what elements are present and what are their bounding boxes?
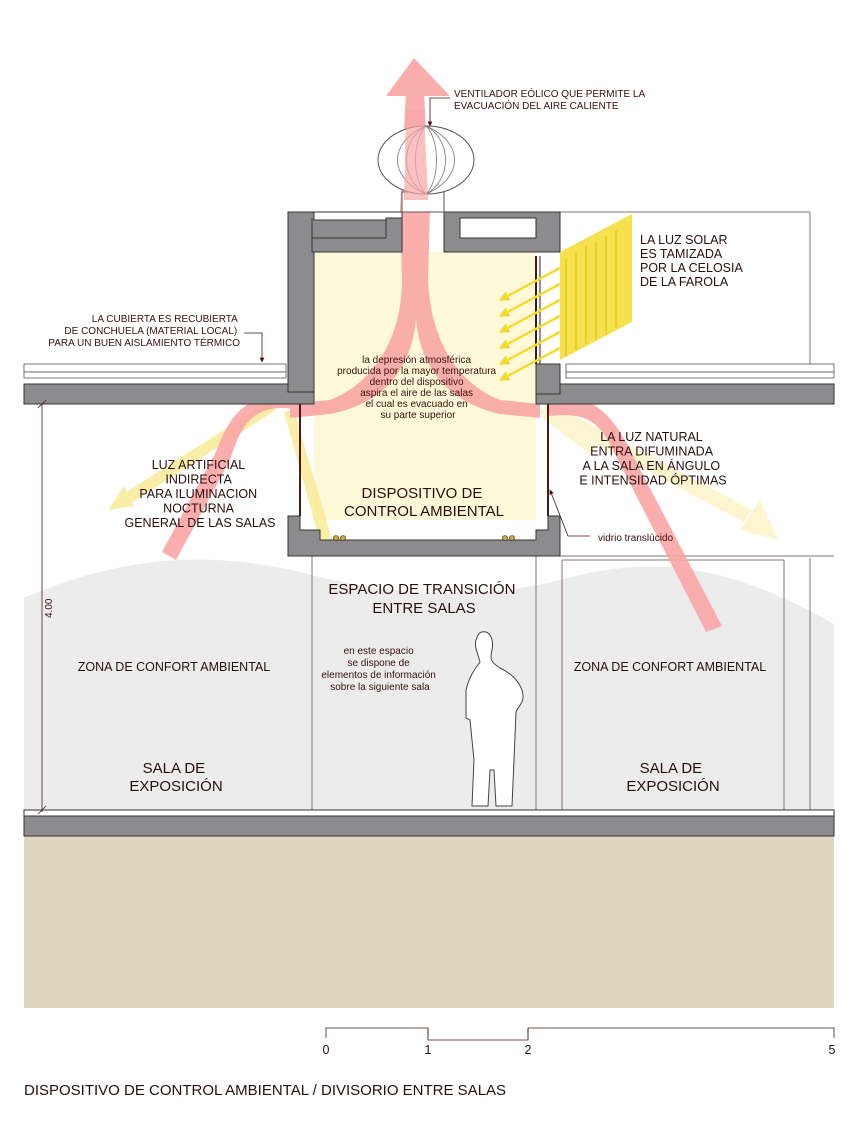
comfort-zone-area [24,559,834,810]
height-dimension [37,399,47,815]
device-structure [287,211,561,557]
transicion-label: ESPACIO DE TRANSICIÓN ENTRE SALAS [328,581,519,617]
info-espacio-label: en este espacio se dispone de elementos … [321,646,438,693]
vidrio-label: vidrio translúcido [598,533,673,544]
roof-slabs [23,363,835,405]
height-dim-label: 4.00 [44,598,55,618]
luz-natural-label: LA LUZ NATURAL ENTRA DIFUMINADA A LA SAL… [579,430,726,488]
sala-right-label: SALA DE EXPOSICIÓN [626,760,719,795]
person-silhouette [465,631,524,807]
scale-tick-2: 2 [525,1043,532,1057]
scale-bar [325,1027,835,1041]
sala-left-label: SALA DE EXPOSICIÓN [129,760,222,795]
floor-slab [23,809,835,837]
scale-tick-1: 1 [425,1043,432,1057]
dispositivo-label: DISPOSITIVO DE CONTROL AMBIENTAL [344,485,504,520]
air-flow [162,58,722,632]
luz-artificial-label: LUZ ARTIFICIAL INDIRECTA PARA ILUMINACIO… [125,458,276,530]
scale-tick-0: 0 [323,1043,330,1057]
zona-confort-left-label: ZONA DE CONFORT AMBIENTAL [78,660,270,674]
celosia-lattice [499,214,632,382]
caption: DISPOSITIVO DE CONTROL AMBIENTAL / DIVIS… [24,1082,506,1099]
ventilador-label: VENTILADOR EÓLICO QUE PERMITE LA EVACUAC… [454,87,647,112]
depresion-label: la depresión atmosférica producida por l… [337,355,499,421]
light-fixtures [333,535,515,541]
leader-lines [244,97,590,537]
scale-tick-5: 5 [829,1043,836,1057]
ground-fill [24,836,834,1008]
turbine-icon [377,110,475,213]
luz-solar-label: LA LUZ SOLAR ES TAMIZADA POR LA CELOSIA … [640,233,746,289]
zona-confort-right-label: ZONA DE CONFORT AMBIENTAL [574,660,766,674]
cubierta-label: LA CUBIERTA ES RECUBIERTA DE CONCHUELA (… [48,314,240,349]
